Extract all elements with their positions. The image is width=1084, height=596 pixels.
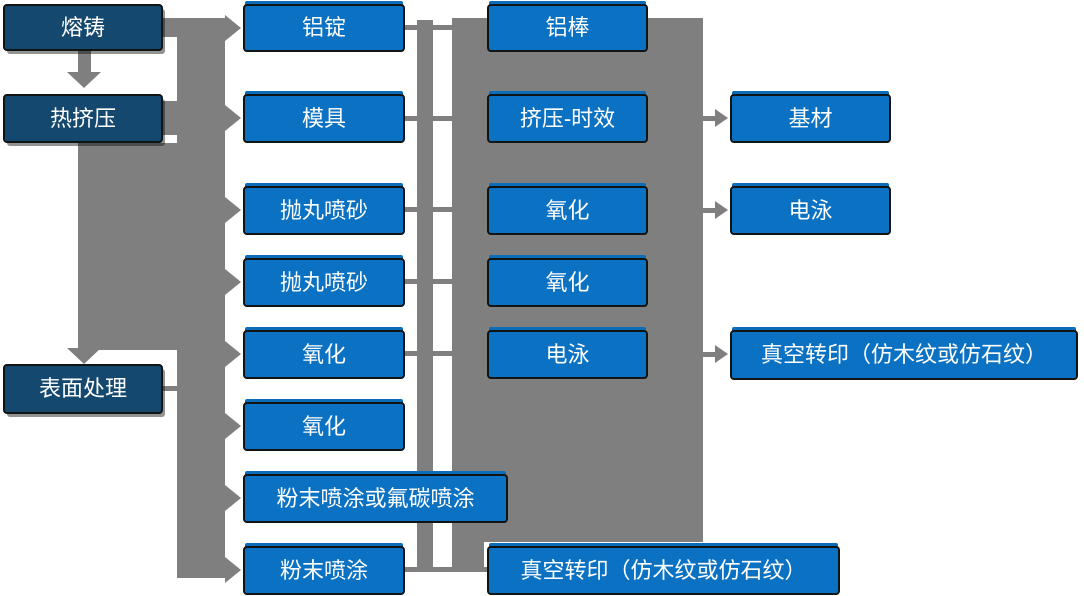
node-extrusion-aging: 挤压-时效: [487, 94, 648, 143]
node-oxidation-c2-1: 氧化: [243, 330, 405, 379]
node-surface-treatment: 表面处理: [3, 364, 163, 414]
node-oxidation-c3-2: 氧化: [487, 258, 648, 307]
node-electrophoresis-c4-label: 电泳: [788, 197, 833, 223]
connector-tie-bar: [417, 20, 433, 571]
connector-arm-hotextrusion-to-trunk: [163, 101, 178, 135]
arrowhead-powder-coating: [225, 557, 241, 583]
node-oxidation-c2-1-label: 氧化: [301, 341, 346, 367]
arrowhead-shot-blast-2: [225, 269, 241, 295]
arrowhead-shot-blast-1: [225, 197, 241, 223]
connector-link-shot-blast-1: [405, 207, 460, 212]
node-al-ingot-label: 铝锭: [301, 15, 346, 40]
arrowhead-electrophoresis: [715, 201, 728, 219]
connector-stem-electrophoresis: [703, 208, 716, 213]
node-shot-blast-2: 抛丸喷砂: [243, 258, 405, 307]
node-extrusion-aging-label: 挤压-时效: [519, 105, 616, 131]
node-oxidation-c3-2-label: 氧化: [545, 269, 590, 295]
node-vacuum-transfer-bottom: 真空转印（仿木纹或仿石纹）: [487, 546, 840, 595]
node-powder-coating: 粉末喷涂: [243, 546, 405, 595]
arrowhead-oxidation-c2-1: [225, 341, 241, 367]
connector-line-surfacetreatment-to-trunk: [163, 386, 178, 391]
node-shot-blast-1: 抛丸喷砂: [243, 186, 405, 235]
arrowhead-down-surface-treatment: [67, 348, 101, 364]
arrowhead-down-hot-extrusion: [67, 72, 101, 88]
node-melt-cast-label: 熔铸: [60, 14, 105, 40]
node-hot-extrusion-label: 热挤压: [49, 105, 116, 131]
connector-arm-meltcast-to-trunk: [163, 18, 178, 37]
connector-link-al-ingot: [405, 25, 460, 30]
node-surface-treatment-label: 表面处理: [38, 376, 127, 401]
connector-link-oxidation: [405, 351, 460, 356]
connector-stem-vacuum-transfer: [703, 352, 716, 357]
arrowhead-powder-or-fluorocarbon: [225, 485, 241, 511]
node-oxidation-c3-1: 氧化: [487, 186, 648, 235]
connector-link-powder-to-vacuum: [405, 567, 490, 572]
connector-link-mold: [405, 116, 460, 121]
connector-meltcast-to-hotextrusion: [78, 50, 91, 74]
connector-link-shot-blast-2: [405, 279, 460, 284]
node-oxidation-c3-1-label: 氧化: [545, 197, 590, 223]
node-electrophoresis-c3-label: 电泳: [545, 341, 590, 367]
node-powder-coating-label: 粉末喷涂: [279, 557, 368, 583]
connector-main-trunk-band: [177, 18, 225, 578]
arrowhead-base-material: [715, 109, 728, 127]
arrowhead-vacuum-transfer: [715, 345, 728, 363]
node-melt-cast: 熔铸: [3, 4, 163, 51]
node-hot-extrusion: 热挤压: [3, 94, 163, 143]
node-powder-or-fluorocarbon: 粉末喷涂或氟碳喷涂: [243, 474, 508, 523]
node-vacuum-transfer-right-label: 真空转印（仿木纹或仿石纹）: [760, 342, 1047, 367]
node-al-ingot: 铝锭: [243, 4, 405, 52]
arrowhead-oxidation-c2-2: [225, 413, 241, 439]
node-vacuum-transfer-bottom-label: 真空转印（仿木纹或仿石纹）: [520, 557, 807, 583]
node-al-rod: 铝棒: [487, 4, 648, 52]
node-electrophoresis-c3: 电泳: [487, 330, 648, 379]
node-shot-blast-1-label: 抛丸喷砂: [279, 197, 368, 223]
arrowhead-al-ingot: [225, 15, 241, 41]
node-vacuum-transfer-right: 真空转印（仿木纹或仿石纹）: [730, 330, 1078, 380]
node-shot-blast-2-label: 抛丸喷砂: [279, 269, 368, 295]
node-mold: 模具: [243, 94, 405, 143]
node-al-rod-label: 铝棒: [545, 15, 590, 40]
node-oxidation-c2-2-label: 氧化: [301, 413, 346, 439]
node-base-material-label: 基材: [788, 105, 833, 131]
arrowhead-mold: [225, 105, 241, 131]
node-electrophoresis-c4: 电泳: [730, 186, 891, 235]
node-base-material: 基材: [730, 94, 891, 143]
node-oxidation-c2-2: 氧化: [243, 402, 405, 451]
connector-stem-base-material: [703, 116, 716, 121]
node-mold-label: 模具: [301, 105, 346, 131]
node-powder-or-fluorocarbon-label: 粉末喷涂或氟碳喷涂: [276, 485, 475, 511]
connector-column3-panel-tail: [452, 540, 484, 570]
